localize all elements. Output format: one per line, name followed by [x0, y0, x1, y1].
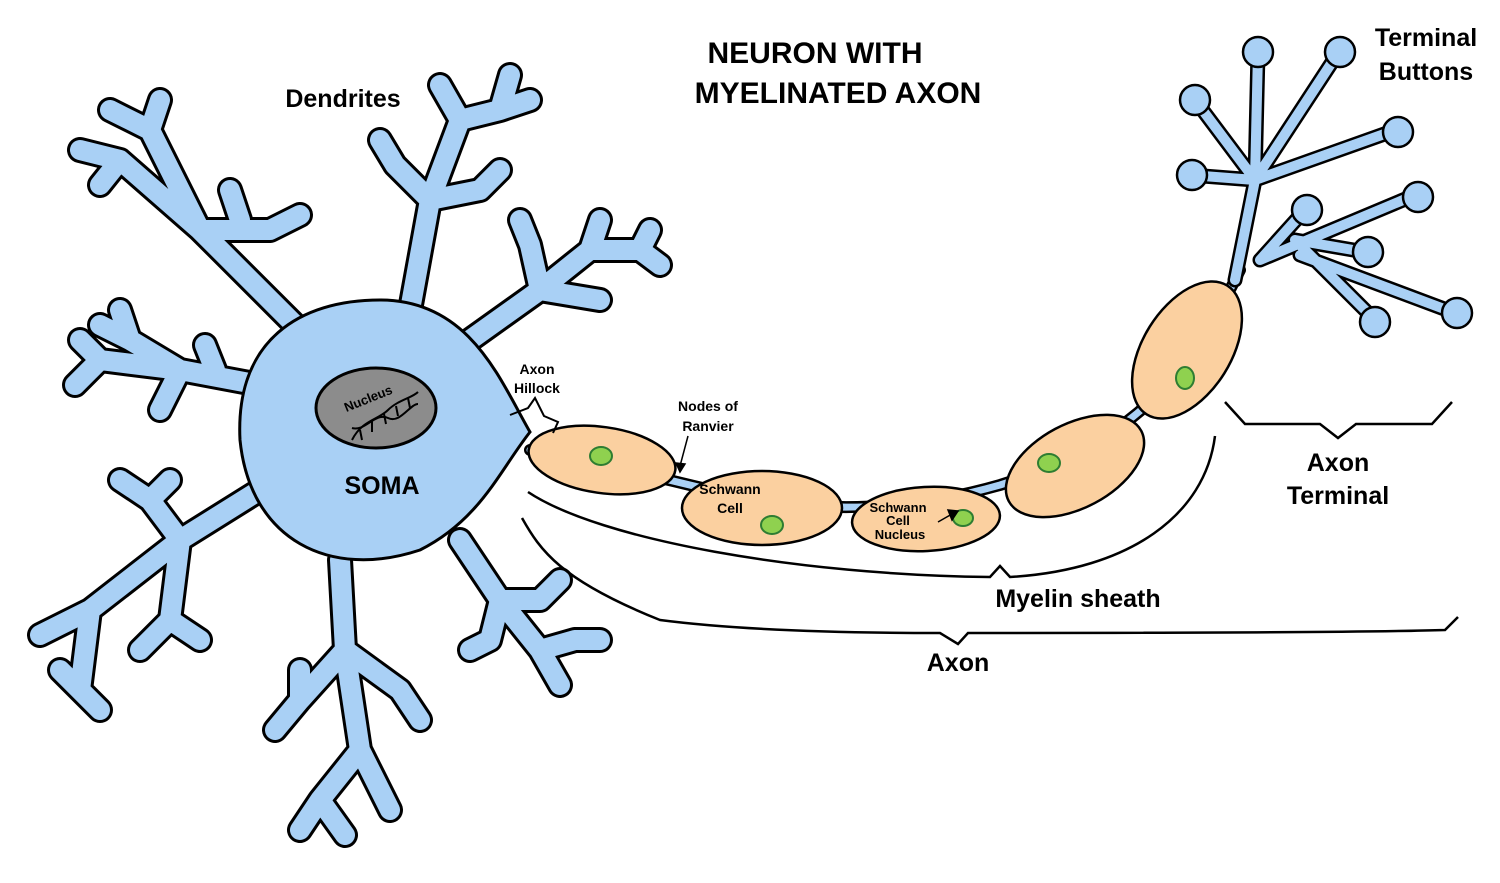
axon-hillock-label-line-2: Hillock [514, 380, 560, 396]
terminal-button [1178, 83, 1212, 117]
terminal-buttons [1175, 35, 1474, 339]
dendrite-fill [30, 65, 670, 845]
axon-label: Axon [927, 649, 990, 677]
terminal-button [1440, 296, 1474, 330]
schwann-cell-nucleus-label-line-2: Cell [886, 513, 910, 528]
nodes-of-ranvier-label-line-2: Ranvier [682, 418, 734, 434]
nodes-of-ranvier-label-line-1: Nodes of [678, 398, 738, 414]
schwann-cell-label-line-2: Cell [717, 500, 743, 516]
terminal-button [1401, 180, 1435, 214]
axon-terminal-bracket [1224, 401, 1453, 440]
terminal-button [1290, 193, 1324, 227]
terminal-buttons-label-line-1: Terminal [1375, 24, 1477, 52]
schwann-cell-nucleus-label-line-1: Schwann [869, 500, 926, 515]
axon-hillock-marker [509, 396, 560, 434]
dendrites-label: Dendrites [285, 85, 400, 113]
axon-bracket [520, 517, 1459, 646]
myelin-sheath-label: Myelin sheath [995, 585, 1160, 613]
title-line-2: MYELINATED AXON [695, 77, 982, 110]
schwann-cell [527, 424, 677, 496]
title-line-1: NEURON WITH [708, 37, 923, 70]
terminal-button [1358, 305, 1392, 339]
title: NEURON WITH MYELINATED AXON [695, 37, 982, 110]
terminal-button [1241, 35, 1275, 69]
myelin-sheath-bracket [527, 435, 1217, 579]
schwann-cell-label-line-1: Schwann [699, 481, 760, 497]
terminal-button [1175, 158, 1209, 192]
terminal-button [1381, 115, 1415, 149]
schwann-cell [850, 485, 1002, 553]
schwann-cell [1004, 413, 1146, 519]
pointer-arrows [674, 435, 960, 523]
brackets [520, 401, 1459, 646]
axon-terminal-label-line-2: Terminal [1287, 482, 1389, 510]
nucleus: Nucleus [314, 366, 438, 450]
terminal-button [1351, 235, 1385, 269]
terminal-button [1323, 35, 1357, 69]
schwann-cell [1130, 280, 1244, 420]
soma-label: SOMA [345, 472, 420, 500]
axon-terminal-branches [1182, 42, 1463, 328]
myelin-sheath [527, 280, 1244, 553]
dna-icon [351, 391, 419, 441]
terminal-buttons-label-line-2: Buttons [1379, 58, 1473, 86]
axon-terminal-label-line-1: Axon [1307, 449, 1370, 477]
dendrites [27, 62, 673, 848]
schwann-cell [680, 469, 844, 547]
axon-hillock-label-line-1: Axon [520, 361, 555, 377]
schwann-cell-nucleus-label-line-3: Nucleus [875, 527, 926, 542]
